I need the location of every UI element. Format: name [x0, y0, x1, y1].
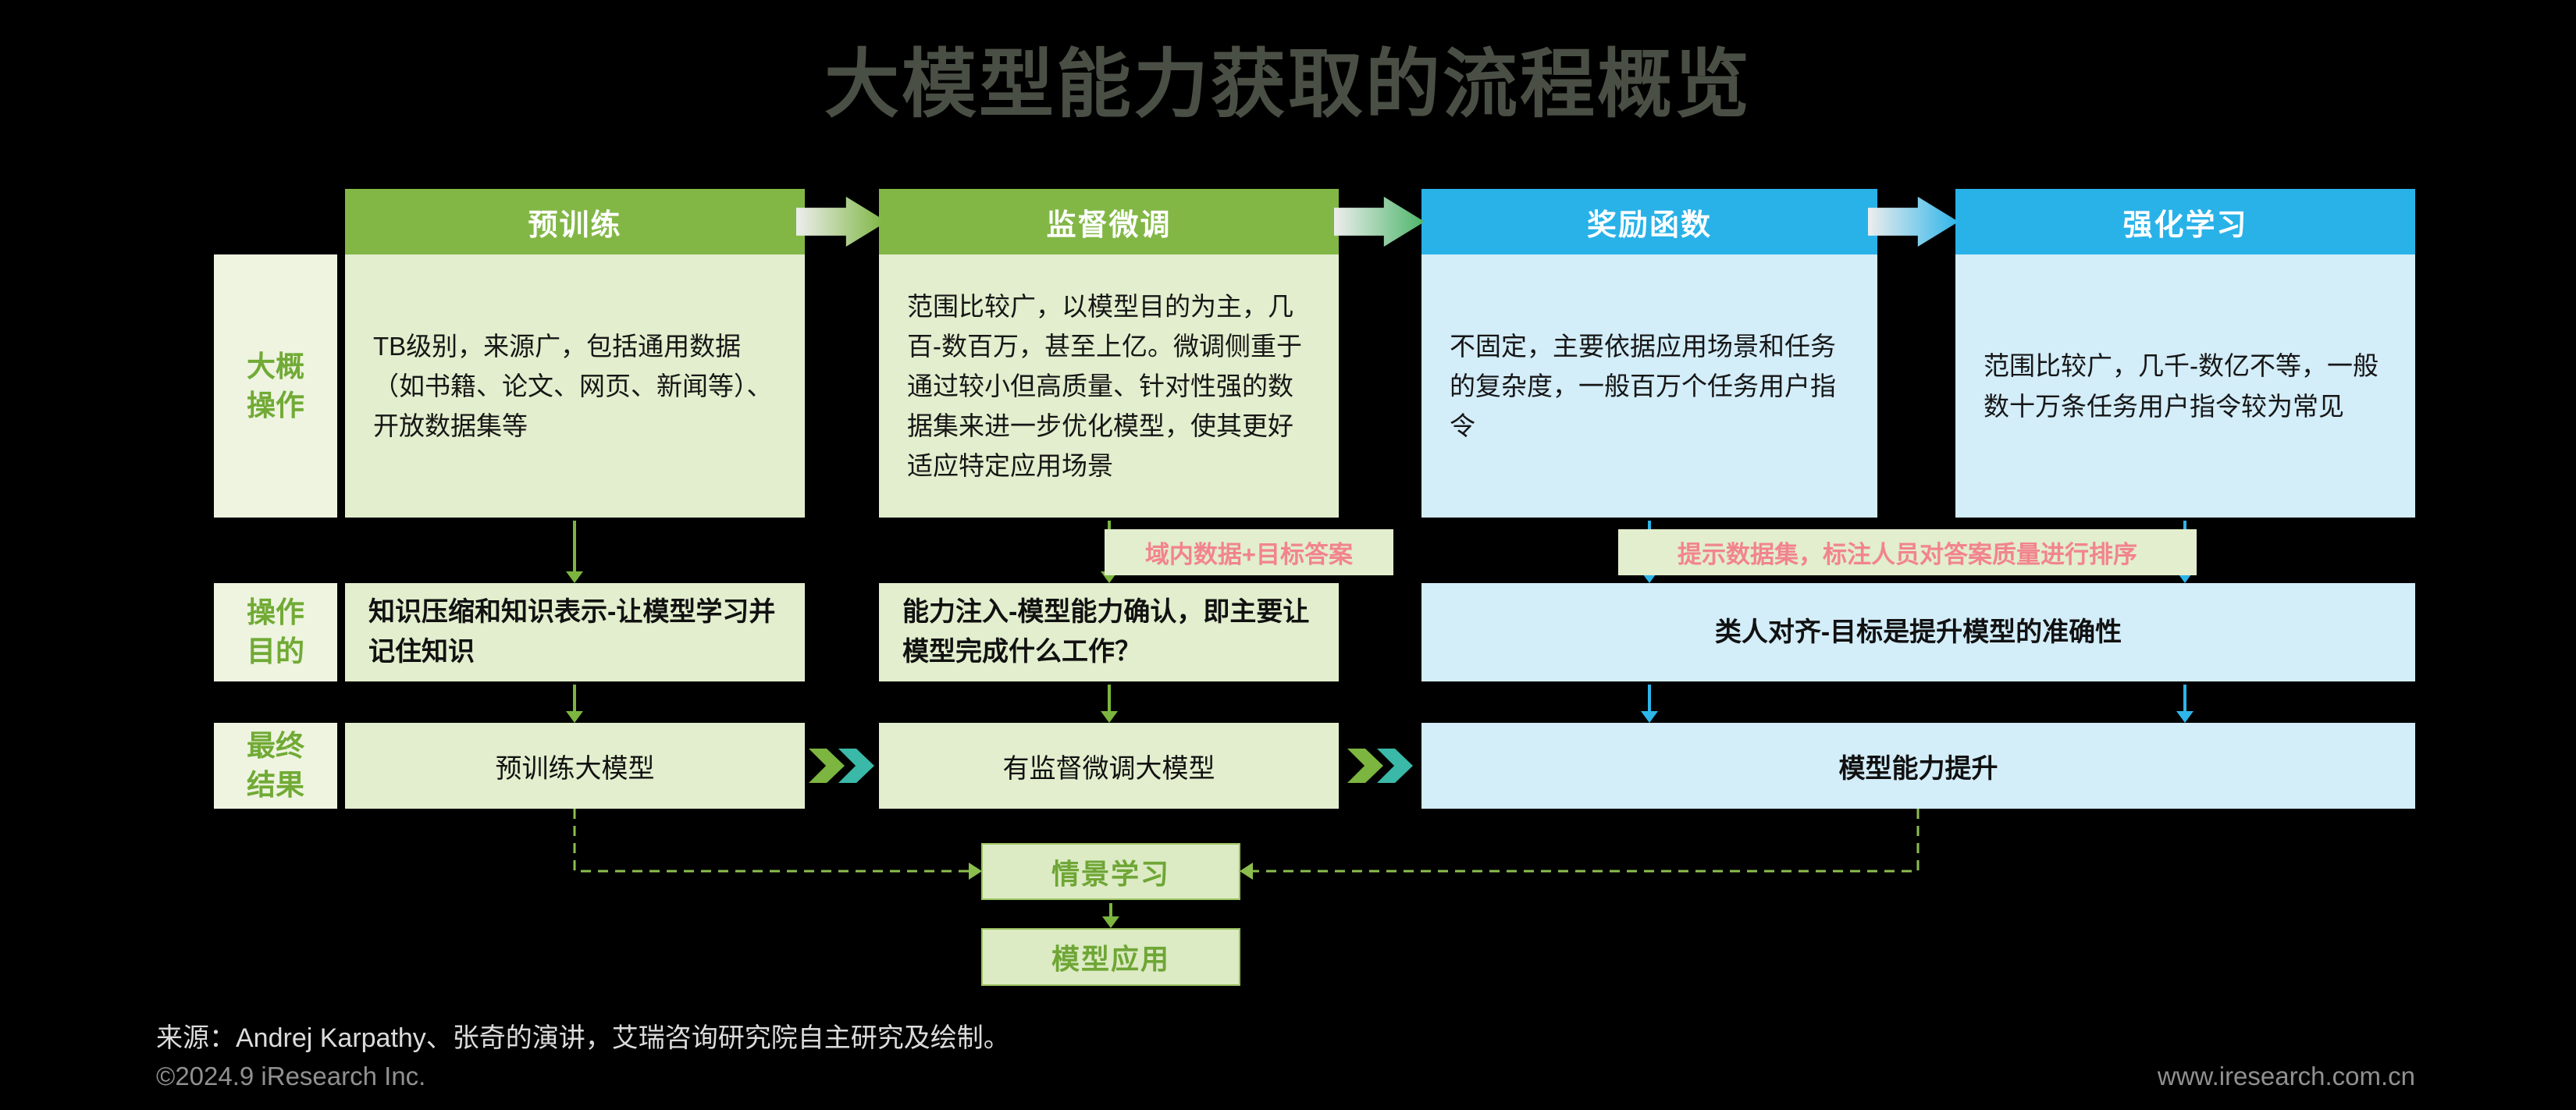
row-label-result: 最终 结果	[214, 723, 337, 809]
source-note: 来源：Andrej Karpathy、张奇的演讲，艾瑞咨询研究院自主研究及绘制。	[156, 1023, 1010, 1053]
arrowhead-left-icon	[1240, 863, 1253, 880]
result-sft-model: 有监督微调大模型	[879, 723, 1339, 809]
down-arrow-reward-purpose-to-result-icon	[1640, 685, 1659, 723]
down-arrow-icl-to-app-icon	[1101, 903, 1120, 928]
dashed-line-pretrain-to-icl	[573, 809, 970, 873]
stage-body-pretrain: TB级别，来源广，包括通用数据（如书籍、论文、网页、新闻等）、开放数据集等	[345, 254, 805, 518]
flow-arrow-sft-to-reward-icon	[1334, 197, 1425, 247]
double-chevron-result1-icon	[809, 749, 845, 783]
dashed-line-result-to-icl	[1251, 809, 1920, 873]
page-title: 大模型能力获取的流程概览	[824, 43, 1752, 126]
down-arrow-pretrain-purpose-to-result-icon	[565, 685, 584, 723]
stage-header-rl: 强化学习	[1955, 189, 2415, 254]
purpose-sft: 能力注入-模型能力确认，即主要让模型完成什么工作？	[879, 583, 1339, 681]
flow-arrow-reward-to-rl-icon	[1868, 197, 1959, 247]
website-text: www.iresearch.com.cn	[2157, 1062, 2415, 1090]
result-capability-boost: 模型能力提升	[1421, 723, 2415, 809]
stage-header-pretrain: 预训练	[345, 189, 805, 254]
stage-body-reward: 不固定，主要依据应用场景和任务的复杂度，一般百万个任务用户指令	[1421, 254, 1877, 518]
row-label-operation: 大概 操作	[214, 254, 337, 518]
stage-header-reward: 奖励函数	[1421, 189, 1877, 254]
annotation-reward-data: 提示数据集，标注人员对答案质量进行排序	[1618, 529, 2197, 575]
in-context-learning-box: 情景学习	[981, 843, 1240, 900]
down-arrow-pretrain-body-to-purpose-icon	[565, 521, 584, 583]
model-application-box: 模型应用	[981, 928, 1240, 986]
stage-body-rl: 范围比较广，几千-数亿不等，一般数十万条任务用户指令较为常见	[1955, 254, 2415, 518]
purpose-alignment: 类人对齐-目标是提升模型的准确性	[1421, 583, 2415, 681]
annotation-sft-data: 域内数据+目标答案	[1105, 529, 1393, 575]
arrowhead-right-icon	[969, 863, 982, 880]
flow-arrow-pretrain-to-sft-icon	[796, 197, 887, 247]
purpose-pretrain: 知识压缩和知识表示-让模型学习并记住知识	[345, 583, 805, 681]
result-pretrained-model: 预训练大模型	[345, 723, 805, 809]
row-label-purpose: 操作 目的	[214, 583, 337, 681]
double-chevron-result2-icon	[1347, 749, 1383, 783]
down-arrow-rl-purpose-to-result-icon	[2176, 685, 2194, 723]
copyright-text: ©2024.9 iResearch Inc.	[156, 1062, 426, 1090]
stage-body-sft: 范围比较广，以模型目的为主，几百-数百万，甚至上亿。微调侧重于通过较小但高质量、…	[879, 254, 1339, 518]
down-arrow-sft-purpose-to-result-icon	[1100, 685, 1119, 723]
stage-header-sft: 监督微调	[879, 189, 1339, 254]
